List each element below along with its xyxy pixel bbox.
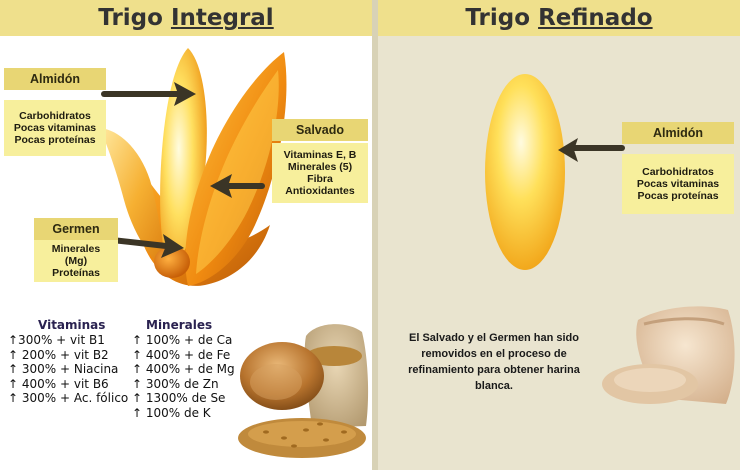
mineral-item: ↑ 400% + de Mg [132, 362, 235, 376]
title-underlined: Integral [170, 5, 274, 31]
germen-label-body: Minerales (Mg) Proteínas [34, 240, 118, 282]
almidon-item: Pocas proteínas [637, 190, 719, 202]
almidon-label-body: Carbohidratos Pocas vitaminas Pocas prot… [622, 154, 734, 214]
whole-wheat-title: Trigo Integral [0, 0, 372, 36]
vitamina-item: ↑300% + vit B1 [8, 333, 105, 347]
panel-divider [372, 0, 378, 470]
mineral-item: ↑ 100% + de Ca [132, 333, 233, 347]
title-prefix: Trigo [465, 5, 539, 31]
vitamina-item: ↑ 400% + vit B6 [8, 376, 109, 391]
mineral-item: ↑ 300% de Zn [132, 376, 219, 391]
arrow-germen-head [161, 234, 184, 258]
title-prefix: Trigo [98, 5, 171, 31]
refined-wheat-title-bar: Trigo Refinado [378, 0, 740, 36]
vitamina-item: ↑ 200% + vit B2 [8, 347, 109, 362]
whole-wheat-title-bar: Trigo Integral [0, 0, 372, 36]
germen-item: Proteínas [52, 267, 100, 279]
vitaminas-list: Vitaminas ↑300% + vit B1 ↑ 200% + vit B2… [8, 318, 136, 406]
arrow-almidon-head [558, 138, 578, 162]
salvado-item: Vitaminas E, B [283, 149, 357, 161]
almidon-label-body: Carbohidratos Pocas vitaminas Pocas prot… [4, 100, 106, 156]
germen-item: (Mg) [64, 255, 88, 267]
mineral-item: ↑ 1300% de Se [132, 391, 226, 405]
salvado-label-head: Salvado [272, 119, 368, 141]
salvado-item: Antioxidantes [285, 185, 355, 197]
vitamina-item: ↑ 300% + Ac. fólico [8, 391, 129, 405]
refinement-note: El Salvado y el Germen han sido removido… [408, 332, 580, 392]
wheat-kernel-illustration [100, 48, 287, 286]
salvado-label-body: Vitaminas E, B Minerales (5) Fibra Antio… [272, 143, 368, 203]
arrow-almidon-head [174, 82, 196, 106]
refined-kernel-illustration [485, 74, 625, 270]
mineral-item: ↑ 400% + de Fe [132, 347, 231, 362]
salvado-item: Fibra [307, 173, 333, 185]
refined-wheat-title: Trigo Refinado [378, 0, 740, 36]
minerales-list: Minerales ↑ 100% + de Ca ↑ 400% + de Fe … [132, 318, 244, 420]
mineral-item: ↑ 100% de K [132, 405, 211, 420]
flour-sack-illustration [602, 306, 735, 404]
almidon-item: Carbohidratos [19, 110, 91, 122]
almidon-item: Pocas proteínas [14, 134, 96, 146]
almidon-item: Pocas vitaminas [636, 178, 720, 190]
endosperm-shape [485, 74, 565, 270]
title-underlined: Refinado [538, 5, 653, 31]
salvado-item: Minerales (5) [287, 161, 353, 173]
almidon-item: Pocas vitaminas [13, 122, 97, 134]
vitaminas-heading: Vitaminas [38, 318, 106, 332]
germen-label-head: Germen [34, 218, 118, 240]
almidon-label-head: Almidón [4, 68, 106, 90]
whole-wheat-panel: Trigo Integral [0, 0, 372, 458]
refined-wheat-panel: Trigo Refinado Almidón Carbohidratos Poc… [378, 0, 740, 470]
bread-grains-illustration [238, 324, 369, 458]
vitamina-item: ↑ 300% + Niacina [8, 362, 119, 376]
grain-pile [306, 346, 362, 366]
almidon-label-head: Almidón [622, 122, 734, 144]
arrow-salvado-head [210, 174, 232, 198]
bran-left-leaf [100, 128, 170, 272]
almidon-item: Carbohidratos [642, 166, 714, 178]
minerales-heading: Minerales [146, 318, 213, 332]
germen-item: Minerales [51, 243, 101, 255]
